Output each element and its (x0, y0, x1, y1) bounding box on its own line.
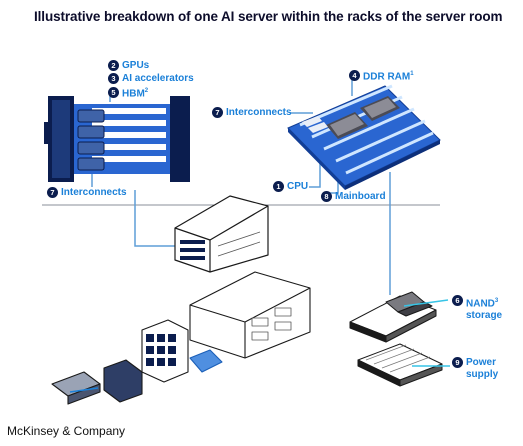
number-badge: 5 (108, 87, 119, 99)
diagram-title: Illustrative breakdown of one AI server … (34, 9, 503, 24)
number-badge: 4 (349, 70, 360, 82)
label-ai-accelerators-text: AI accelerators (122, 73, 194, 84)
label-mainboard-text: Mainboard (335, 191, 386, 202)
label-ddr-ram-text: DDR RAM (363, 71, 411, 83)
number-badge: 3 (108, 73, 119, 84)
connector-gpu-module (134, 190, 175, 247)
label-cpu: 1 CPU (273, 181, 308, 192)
label-nand-text: NAND (466, 298, 495, 310)
label-interconnects-left: 7 Interconnects (47, 187, 127, 198)
number-badge: 7 (47, 187, 58, 198)
label-gpus: 2 GPUs (108, 60, 149, 71)
number-badge: 8 (321, 191, 332, 202)
number-badge: 1 (273, 181, 284, 192)
label-ddr-ram: 4 DDR RAM1 (349, 69, 414, 82)
number-badge: 9 (452, 357, 463, 368)
label-nand-storage: 6 NAND3 storage (452, 295, 502, 322)
label-supply-text: supply (466, 369, 499, 380)
label-hbm-superscript: 2 (144, 88, 149, 94)
mainboard-board (287, 84, 441, 190)
label-hbm-text: HBM (122, 88, 145, 100)
label-interconnects-right-text: Interconnects (226, 107, 292, 118)
label-hbm: 5 HBM2 (108, 86, 148, 99)
label-nand-superscript: 3 (494, 298, 499, 304)
label-ddr-superscript: 1 (410, 71, 414, 77)
number-badge: 6 (452, 295, 463, 306)
nand-storage-drive (349, 291, 449, 343)
connector-lines (91, 76, 391, 295)
label-ai-accelerators: 3 AI accelerators (108, 73, 194, 84)
number-badge: 7 (212, 107, 223, 118)
exploded-server (51, 271, 311, 405)
label-mainboard: 8 Mainboard (321, 191, 386, 202)
number-badge: 2 (108, 60, 119, 71)
label-interconnects-left-text: Interconnects (61, 187, 127, 198)
gpu-module (44, 96, 190, 182)
footer-brand: McKinsey & Company (7, 424, 126, 438)
label-power-text: Power (466, 357, 497, 368)
label-interconnects-right: 7 Interconnects (212, 107, 292, 118)
label-cpu-text: CPU (287, 181, 309, 192)
label-storage-text: storage (466, 310, 503, 322)
label-gpus-text: GPUs (122, 60, 150, 71)
label-power-supply: 9 Power supply (452, 357, 498, 381)
server-chassis (174, 195, 269, 273)
power-supply-unit (357, 343, 450, 387)
